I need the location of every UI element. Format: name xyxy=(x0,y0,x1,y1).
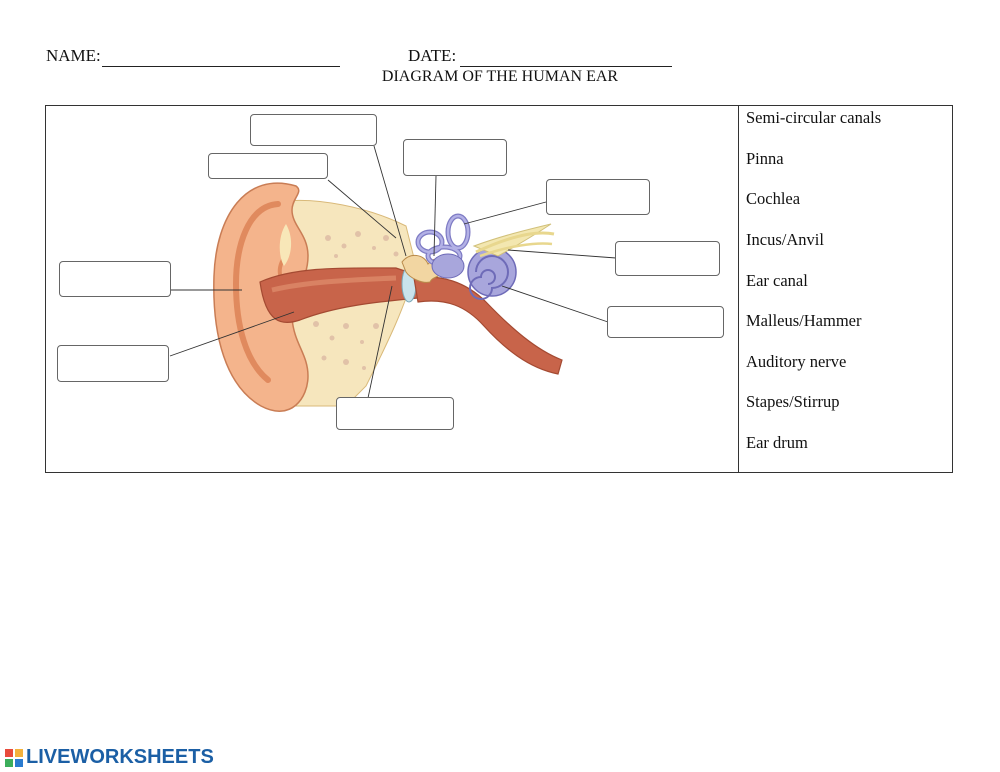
worksheet-table: Semi-circular canals Pinna Cochlea Incus… xyxy=(45,105,953,473)
pinna-fold xyxy=(232,201,281,383)
answer-box-bottom[interactable] xyxy=(336,397,454,430)
ear-canal xyxy=(259,267,419,324)
cochlea-shape xyxy=(467,247,517,300)
footer-logo[interactable]: LIVEWORKSHEETS xyxy=(4,746,214,769)
liveworksheets-logo-icon xyxy=(5,748,23,767)
word-ear-canal: Ear canal xyxy=(746,271,808,290)
bone-texture xyxy=(313,231,399,370)
answer-box-right-lower[interactable] xyxy=(607,306,724,338)
word-bank: Semi-circular canals Pinna Cochlea Incus… xyxy=(738,106,953,472)
word-malleus-hammer: Malleus/Hammer xyxy=(746,311,862,330)
answer-box-left-lower[interactable] xyxy=(57,345,169,382)
answer-box-left-upper[interactable] xyxy=(59,261,171,297)
page-title: DIAGRAM OF THE HUMAN EAR xyxy=(381,68,619,85)
word-auditory-nerve: Auditory nerve xyxy=(746,352,847,371)
word-stapes-stirrup: Stapes/Stirrup xyxy=(746,392,840,411)
name-label: NAME: xyxy=(46,46,101,65)
auditory-nerve-shape xyxy=(472,223,552,257)
ear-canal-highlight xyxy=(271,275,397,293)
ear-diagram xyxy=(169,145,617,412)
eustachian-tube xyxy=(413,276,563,375)
word-incus-anvil: Incus/Anvil xyxy=(746,230,824,249)
answer-box-top-left[interactable] xyxy=(250,114,377,146)
word-ear-drum: Ear drum xyxy=(746,433,808,452)
name-line xyxy=(102,66,340,67)
word-cochlea: Cochlea xyxy=(746,189,801,208)
footer-brand: LIVEWORKSHEETS xyxy=(26,746,214,768)
vestibule-shape xyxy=(431,253,465,279)
word-semicircular-canals: Semi-circular canals xyxy=(746,108,882,127)
date-line xyxy=(460,66,672,67)
answer-box-upper-left[interactable] xyxy=(208,153,328,179)
word-pinna: Pinna xyxy=(746,149,784,168)
answer-box-top-right[interactable] xyxy=(546,179,650,215)
answer-box-top-middle[interactable] xyxy=(403,139,507,176)
cartilage-patch xyxy=(279,224,292,266)
answer-box-right-upper[interactable] xyxy=(615,241,720,276)
leader-lines xyxy=(169,145,617,399)
date-label: DATE: xyxy=(408,46,457,65)
